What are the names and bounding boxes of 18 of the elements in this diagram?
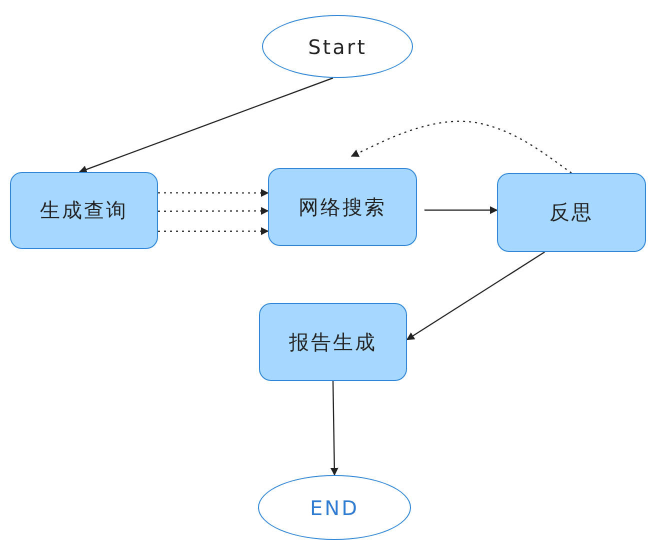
arrow — [350, 120, 572, 174]
arrow — [424, 206, 498, 214]
arrow — [158, 206, 269, 215]
process-box — [259, 303, 407, 381]
arrow — [158, 188, 269, 197]
node-label: 报告生成 — [289, 328, 377, 356]
arrow — [406, 252, 545, 340]
node-label: 生成查询 — [40, 197, 128, 224]
node-label: END — [310, 496, 359, 520]
arrow — [78, 77, 334, 174]
process-box — [268, 168, 417, 246]
process-box — [10, 172, 158, 249]
node-label: 反思 — [550, 199, 594, 226]
process-box — [497, 173, 646, 252]
arrow — [158, 227, 269, 236]
node-label: Start — [308, 34, 367, 58]
arrow — [330, 380, 338, 476]
node-label: 网络搜索 — [298, 194, 386, 220]
